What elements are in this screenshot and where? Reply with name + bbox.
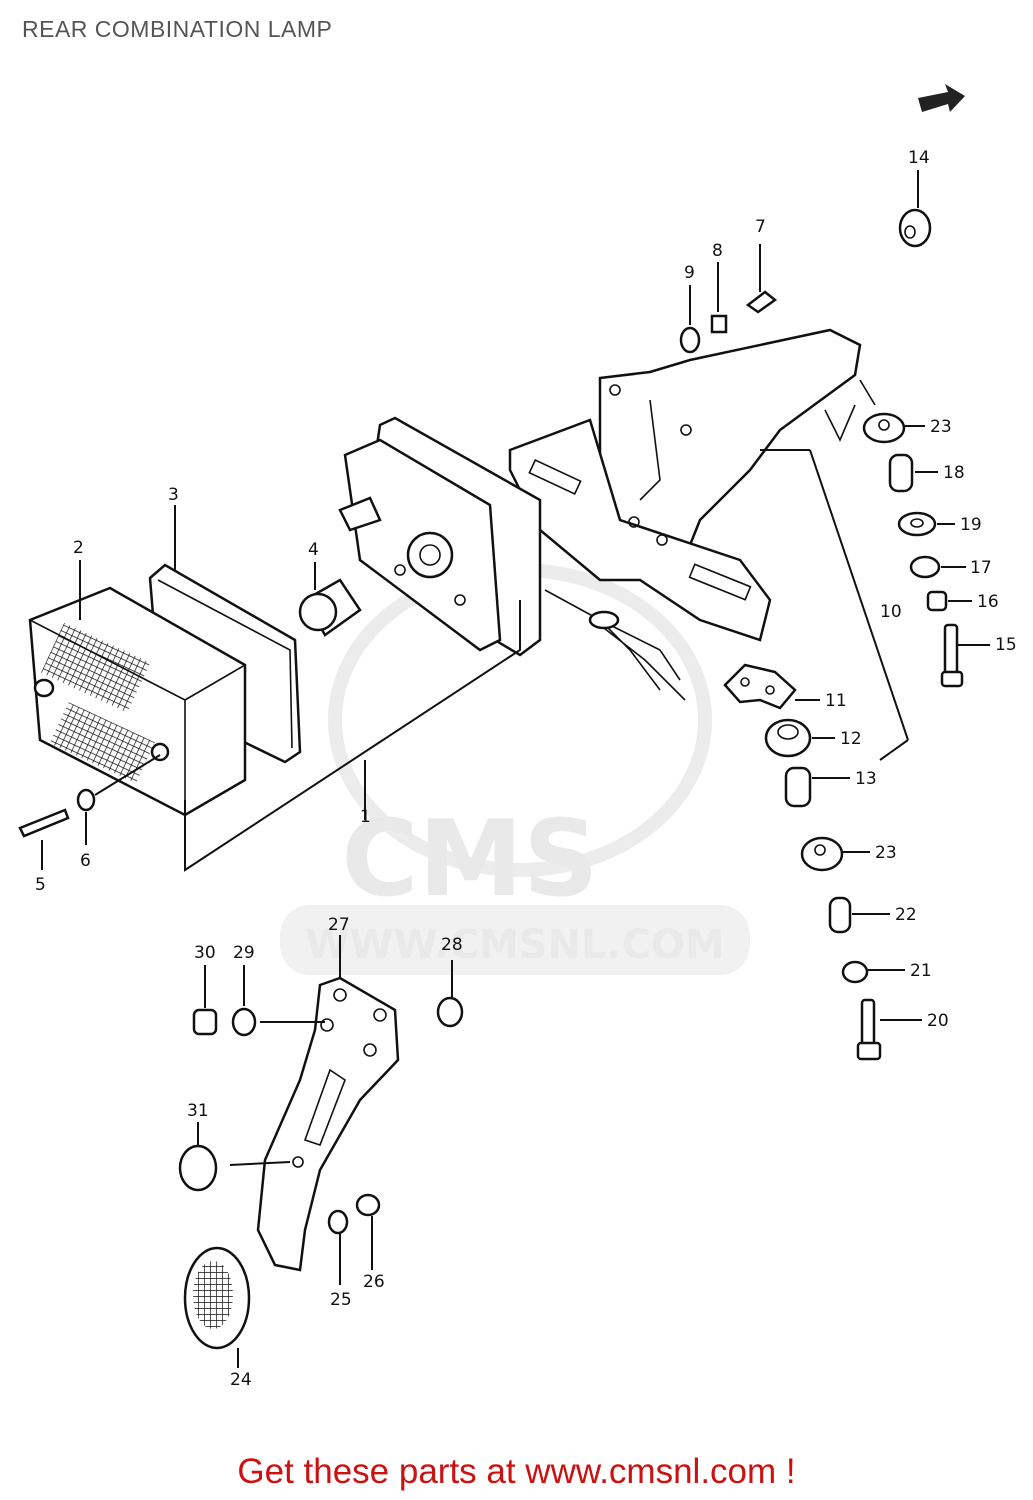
part-25-nut <box>327 1209 349 1285</box>
label-4: 4 <box>308 540 319 560</box>
label-6: 6 <box>80 851 91 871</box>
part-26-bolt <box>355 1193 381 1270</box>
label-8: 8 <box>712 241 723 261</box>
part-13-collar <box>784 766 850 808</box>
part-30-nut <box>192 965 218 1036</box>
label-22: 22 <box>895 905 917 925</box>
label-12: 12 <box>840 729 862 749</box>
direction-arrow-icon <box>918 84 965 112</box>
label-23-bottom: 23 <box>875 843 897 863</box>
label-23-top: 23 <box>930 417 952 437</box>
part-29-washer <box>231 965 257 1037</box>
label-20: 20 <box>927 1011 949 1031</box>
label-16: 16 <box>977 592 999 612</box>
label-18: 18 <box>943 463 965 483</box>
label-15: 15 <box>995 635 1017 655</box>
label-13: 13 <box>855 769 877 789</box>
label-21: 21 <box>910 961 932 981</box>
label-7: 7 <box>755 217 766 237</box>
watermark-logo: CMS <box>341 798 598 920</box>
label-14: 14 <box>908 148 930 168</box>
label-10: 10 <box>880 602 902 622</box>
label-29: 29 <box>233 943 255 963</box>
part-1-outline <box>184 600 521 872</box>
part-24-reflector <box>183 1246 251 1368</box>
part-23-collar-top <box>862 412 925 444</box>
label-17: 17 <box>970 558 992 578</box>
label-25: 25 <box>330 1290 352 1310</box>
label-9: 9 <box>684 263 695 283</box>
part-6-washer <box>76 754 161 845</box>
part-21-nut <box>841 960 905 984</box>
label-1: 1 <box>360 807 371 827</box>
part-9-washer <box>679 285 701 354</box>
label-11: 11 <box>825 691 847 711</box>
part-31-cap <box>178 1122 218 1192</box>
footer-link[interactable]: Get these parts at www.cmsnl.com ! <box>237 1452 796 1491</box>
part-22-spacer <box>828 896 890 934</box>
label-2: 2 <box>73 538 84 558</box>
part-28-nut <box>436 960 464 1028</box>
part-2-lens <box>28 560 247 817</box>
label-28: 28 <box>441 935 463 955</box>
part-16-nut <box>926 590 972 612</box>
watermark-url: WWW.CMSNL.COM <box>305 922 725 968</box>
watermark: CMS WWW.CMSNL.COM <box>280 563 750 975</box>
label-26: 26 <box>363 1272 385 1292</box>
part-4-bulb <box>298 562 362 637</box>
part-12-grommet <box>764 718 835 758</box>
part-labels: 1 2 3 4 5 6 7 8 9 10 11 12 13 14 15 16 1… <box>35 148 1017 1390</box>
label-5: 5 <box>35 875 46 895</box>
label-27: 27 <box>328 915 350 935</box>
part-14-grommet <box>898 170 932 248</box>
part-7-bolt <box>745 244 778 314</box>
label-30: 30 <box>194 943 216 963</box>
part-23-collar-bottom <box>800 836 870 872</box>
part-17-lockwasher <box>909 555 966 579</box>
part-15-bolt <box>940 623 990 688</box>
label-31: 31 <box>187 1101 209 1121</box>
part-20-bolt <box>856 998 922 1061</box>
label-19: 19 <box>960 515 982 535</box>
page-title: REAR COMBINATION LAMP <box>22 16 333 42</box>
label-3: 3 <box>168 485 179 505</box>
part-18-spacer <box>888 453 938 493</box>
part-8-nut <box>710 262 728 334</box>
part-27-bracket <box>229 935 400 1272</box>
part-5-screw <box>18 808 70 870</box>
label-24: 24 <box>230 1370 252 1390</box>
lamp-base <box>338 416 686 701</box>
part-19-washer <box>897 511 955 537</box>
part-11-clamp <box>723 663 820 710</box>
